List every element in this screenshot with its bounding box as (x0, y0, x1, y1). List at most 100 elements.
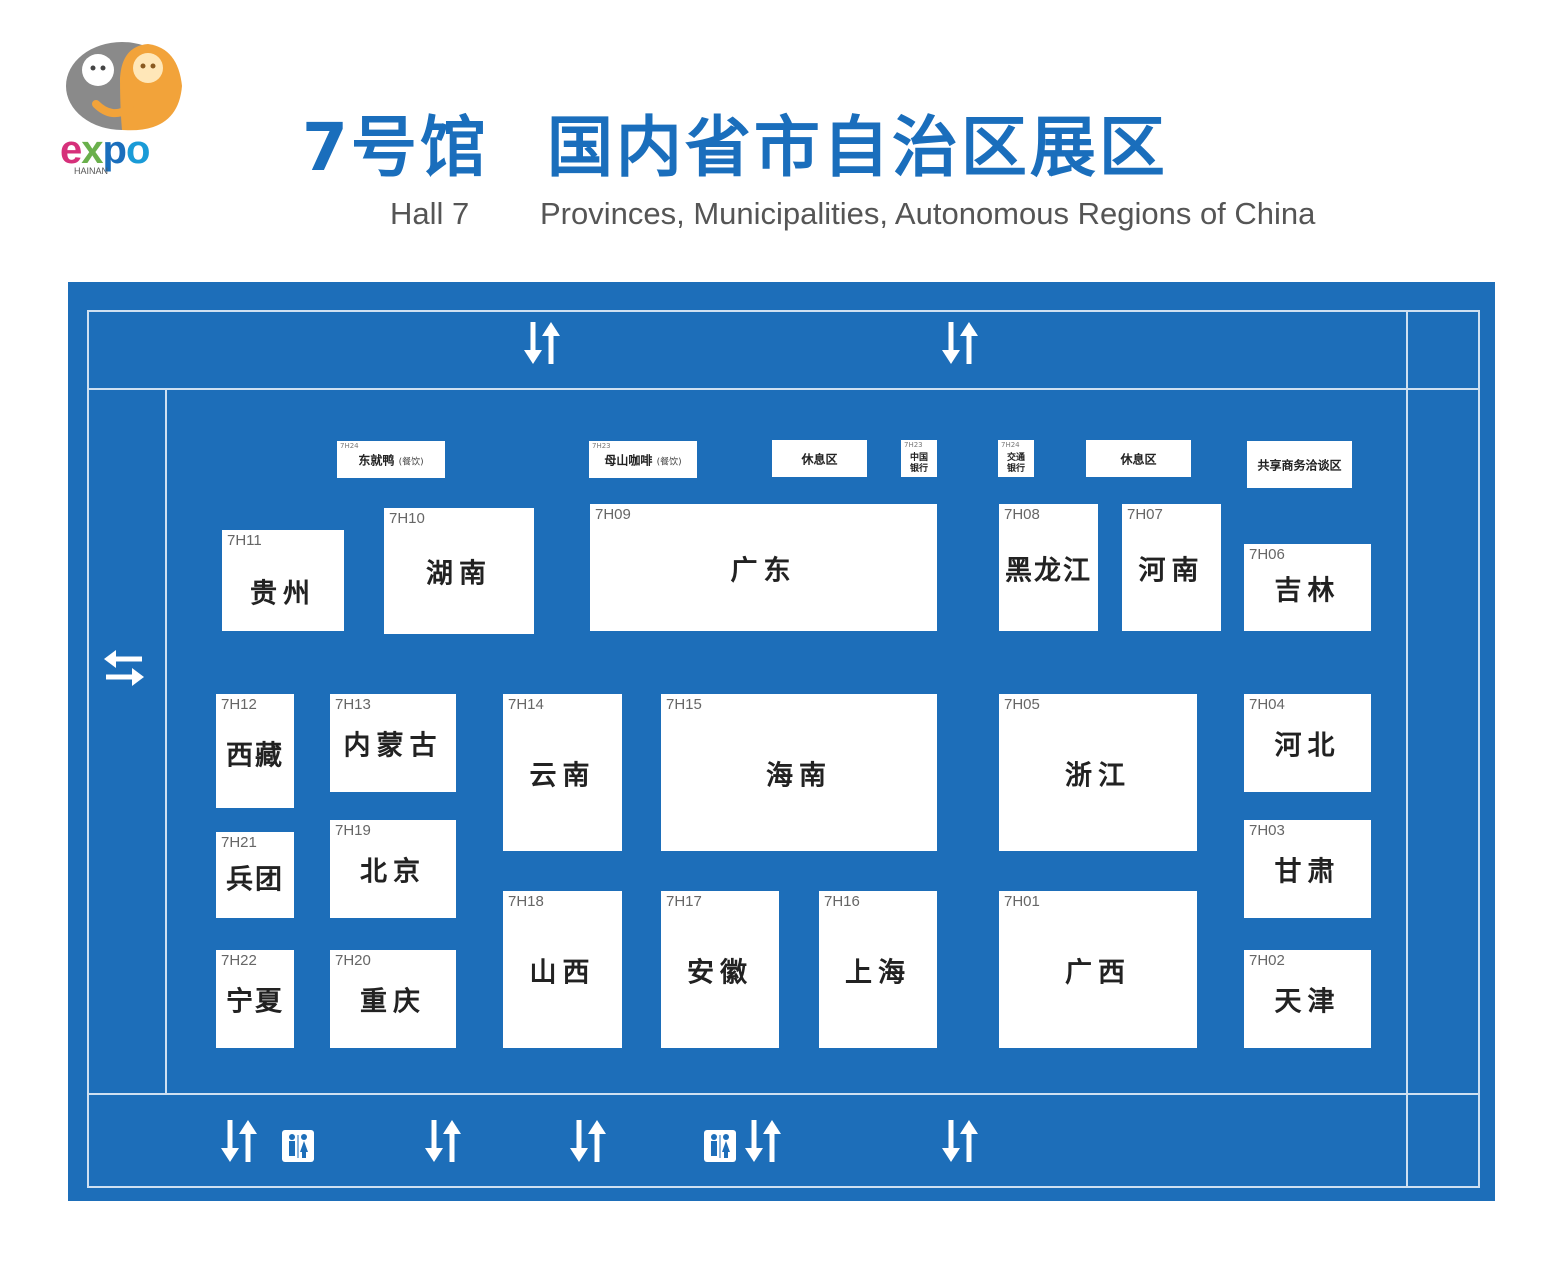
page-title: 7号馆国内省市自治区展区 (302, 112, 1168, 184)
title-region: 国内省市自治区展区 (546, 109, 1168, 186)
booth-hunan[interactable]: 7H10 湖南 (384, 508, 534, 634)
booth-code: 7H18 (508, 893, 544, 910)
booth-name: 海南 (766, 760, 832, 791)
facility-label: 交通银行 (1006, 453, 1025, 474)
outline-top (87, 310, 1480, 312)
booth-yunnan[interactable]: 7H14 云南 (503, 694, 622, 851)
booth-guizhou[interactable]: 7H11 贵州 (222, 530, 344, 631)
booth-name: 吉林 (1274, 575, 1341, 606)
booth-code: 7H19 (335, 822, 371, 839)
facility-rest-area-2[interactable]: 休息区 (1086, 440, 1191, 477)
logo-text: expo (60, 128, 150, 172)
booth-name: 河北 (1274, 730, 1341, 762)
title-hall: 7号馆 (302, 109, 489, 186)
facility-label: 共享商务洽谈区 (1257, 458, 1342, 472)
booth-code: 7H13 (335, 696, 371, 713)
booth-name: 广西 (1065, 957, 1131, 988)
booth-chongqing[interactable]: 7H20 重庆 (330, 950, 456, 1048)
booth-code: 7H05 (1004, 696, 1040, 713)
facility-code: 7H24 (340, 442, 359, 450)
booth-jilin[interactable]: 7H06 吉林 (1244, 544, 1371, 631)
booth-name: 兵团 (226, 864, 284, 896)
facility-business-lounge[interactable]: 共享商务洽谈区 (1247, 441, 1352, 488)
booth-xizang[interactable]: 7H12 西藏 (216, 694, 294, 808)
booth-henan[interactable]: 7H07 河南 (1122, 504, 1221, 631)
booth-name: 河南 (1138, 555, 1205, 586)
booth-shanghai[interactable]: 7H16 上海 (819, 891, 937, 1048)
facility-code: 7H23 (592, 442, 611, 450)
booth-ningxia[interactable]: 7H22 宁夏 (216, 950, 294, 1048)
booth-zhejiang[interactable]: 7H05 浙江 (999, 694, 1197, 851)
facility-label: 休息区 (1120, 452, 1157, 466)
booth-code: 7H11 (227, 532, 262, 549)
booth-code: 7H02 (1249, 952, 1285, 969)
booth-name: 安徽 (687, 957, 753, 988)
booth-code: 7H04 (1249, 696, 1285, 713)
entrance-exit-arrows-icon (522, 320, 562, 370)
facility-mushan-coffee[interactable]: 7H23 母山咖啡 (餐饮) (589, 441, 697, 478)
booth-code: 7H22 (221, 952, 257, 969)
top-aisle-line (87, 388, 1480, 390)
left-aisle-line (165, 388, 167, 1095)
booth-code: 7H21 (221, 834, 257, 851)
booth-gansu[interactable]: 7H03 甘肃 (1244, 820, 1371, 918)
booth-name: 重庆 (360, 986, 426, 1018)
facility-rest-area-1[interactable]: 休息区 (772, 440, 867, 477)
booth-name: 甘肃 (1274, 856, 1341, 888)
booth-name: 云南 (529, 760, 596, 791)
booth-name: 湖南 (426, 558, 492, 590)
booth-tianjin[interactable]: 7H02 天津 (1244, 950, 1371, 1048)
booth-code: 7H07 (1127, 506, 1163, 523)
booth-code: 7H08 (1004, 506, 1040, 523)
logo-subtext: HAINAN (74, 166, 109, 176)
outline-right (1478, 310, 1480, 1188)
booth-neimenggu[interactable]: 7H13 内蒙古 (330, 694, 456, 792)
booth-name: 山西 (529, 957, 596, 988)
entrance-exit-arrows-icon (568, 1118, 608, 1168)
booth-name: 贵州 (250, 578, 316, 610)
entrance-exit-arrows-icon (219, 1118, 259, 1168)
hall-floor-plan: 7H24 东就鸭 (餐饮) 7H23 母山咖啡 (餐饮) 休息区 7H23 中国… (68, 282, 1495, 1201)
booth-name: 宁夏 (226, 986, 284, 1018)
facility-sub: (餐饮) (656, 457, 682, 467)
facility-label: 东就鸭 (358, 453, 395, 467)
booth-name: 西藏 (226, 740, 284, 772)
hall-english: Hall 7 (390, 196, 470, 231)
entrance-exit-arrows-icon (940, 320, 980, 370)
booth-beijing[interactable]: 7H19 北京 (330, 820, 456, 918)
restroom-icon (282, 1130, 314, 1166)
booth-code: 7H01 (1004, 893, 1040, 910)
booth-code: 7H09 (595, 506, 631, 523)
facility-bank-of-china[interactable]: 7H23 中国银行 (901, 440, 937, 477)
entrance-exit-arrows-icon (743, 1118, 783, 1168)
booth-name: 上海 (845, 957, 911, 988)
outline-bottom (87, 1186, 1480, 1188)
facility-code: 7H24 (1001, 441, 1020, 449)
facility-dongjiuya[interactable]: 7H24 东就鸭 (餐饮) (337, 441, 445, 478)
booth-heilongjiang[interactable]: 7H08 黑龙江 (999, 504, 1098, 631)
booth-bingtuan[interactable]: 7H21 兵团 (216, 832, 294, 918)
booth-hainan[interactable]: 7H15 海南 (661, 694, 937, 851)
booth-code: 7H12 (221, 696, 257, 713)
facility-label: 休息区 (801, 452, 838, 466)
booth-name: 黑龙江 (1005, 555, 1092, 586)
booth-name: 广东 (730, 555, 797, 586)
booth-name: 北京 (360, 856, 426, 888)
booth-shanxi[interactable]: 7H18 山西 (503, 891, 622, 1048)
expo-hainan-logo: expo HAINAN (60, 38, 190, 178)
entrance-exit-arrows-icon (940, 1118, 980, 1168)
bottom-aisle-line (87, 1093, 1480, 1095)
booth-anhui[interactable]: 7H17 安徽 (661, 891, 779, 1048)
booth-code: 7H16 (824, 893, 860, 910)
right-aisle-line (1406, 310, 1408, 1188)
facility-bank-of-communications[interactable]: 7H24 交通银行 (998, 440, 1034, 477)
booth-code: 7H15 (666, 696, 702, 713)
booth-guangxi[interactable]: 7H01 广西 (999, 891, 1197, 1048)
entrance-exit-arrows-icon (423, 1118, 463, 1168)
booth-code: 7H10 (389, 510, 425, 527)
booth-hebei[interactable]: 7H04 河北 (1244, 694, 1371, 792)
booth-name: 天津 (1274, 986, 1341, 1018)
booth-guangdong[interactable]: 7H09 广东 (590, 504, 937, 631)
booth-code: 7H06 (1249, 546, 1285, 563)
booth-code: 7H03 (1249, 822, 1285, 839)
